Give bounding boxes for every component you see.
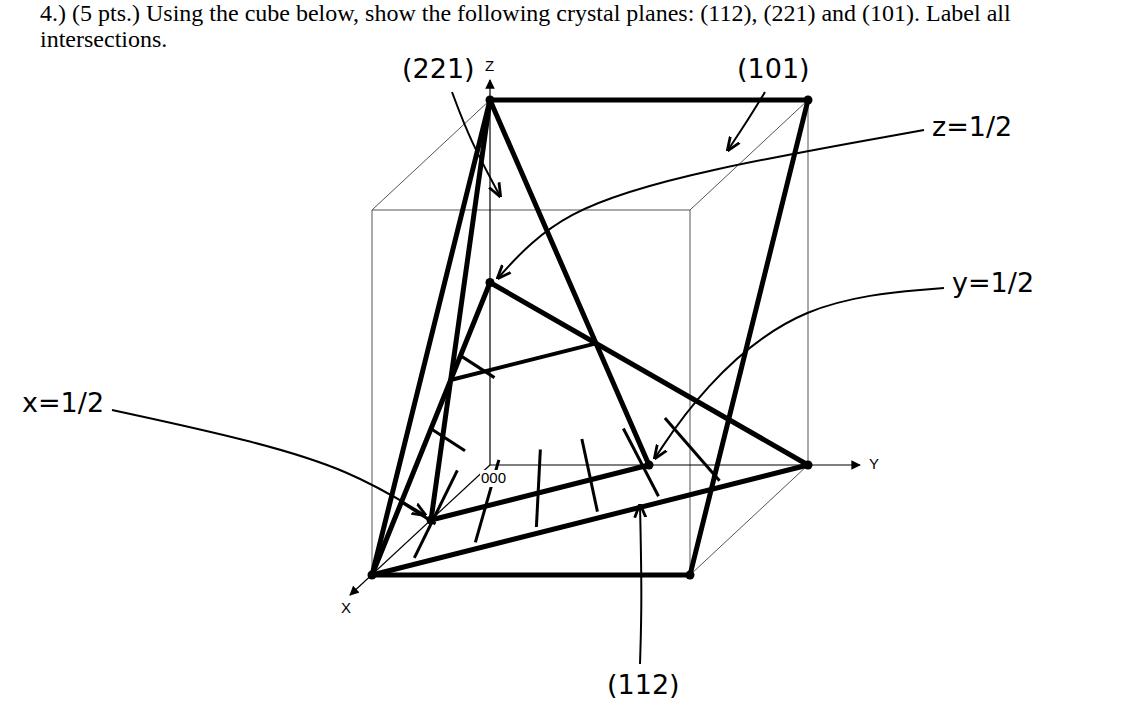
cube-edge — [808, 100, 809, 465]
intersection-line — [451, 343, 596, 380]
hatch-mark — [431, 429, 465, 451]
axis-label: Z — [484, 58, 495, 75]
leader-line — [452, 92, 500, 196]
cube-edge — [372, 210, 690, 211]
hatch-mark — [402, 502, 436, 524]
hatch-mark — [623, 429, 658, 497]
intercept-dot — [804, 461, 813, 470]
leader-line — [728, 92, 765, 150]
leader-line — [498, 130, 924, 278]
unit-cube — [372, 100, 808, 575]
intercept-dot — [486, 278, 495, 287]
hatch-mark — [665, 418, 720, 481]
crystal-plane — [372, 283, 808, 576]
hatch-mark — [461, 356, 495, 378]
leader-line — [112, 410, 425, 515]
intercept-dot — [486, 96, 495, 105]
crystal-plane — [372, 100, 808, 575]
leader-line — [655, 288, 944, 458]
intercept-dot — [686, 571, 695, 580]
hatch-mark — [536, 449, 540, 527]
cube-edge — [372, 100, 490, 210]
cube-edge — [690, 210, 691, 575]
intercept-label: z=1/2 — [930, 112, 1014, 142]
axis-label: Y — [868, 456, 880, 473]
intercept-dot — [645, 461, 654, 470]
plane-label: (101) — [735, 54, 812, 84]
intercept-label: x=1/2 — [20, 388, 106, 418]
plane-label: (112) — [605, 670, 682, 700]
origin-label: 000 — [480, 470, 507, 487]
intercept-dot — [804, 96, 813, 105]
intercept-dot — [427, 516, 436, 525]
plane-label: (221) — [400, 54, 477, 84]
axis-label: X — [340, 600, 352, 617]
intercept-dot — [368, 571, 377, 580]
axis-line — [489, 80, 490, 465]
hatch-mark — [582, 439, 598, 512]
question-text: 4.) (5 pts.) Using the cube below, show … — [40, 0, 1030, 52]
cube-edge — [372, 210, 373, 575]
intercept-label: y=1/2 — [950, 268, 1036, 298]
leader-line — [640, 505, 641, 664]
